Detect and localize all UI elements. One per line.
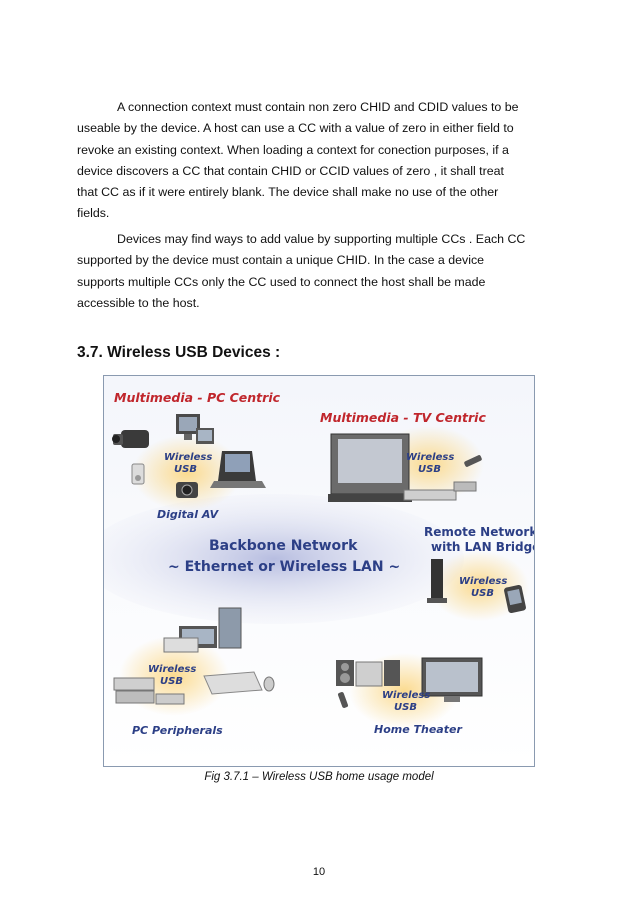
multimedia-pc-title: Multimedia - PC Centric xyxy=(114,390,281,405)
pc-peripherals-label: PC Peripherals xyxy=(132,724,223,737)
remote-home-icon xyxy=(338,692,348,708)
text-line: accessible to the host. xyxy=(77,295,200,310)
usb-label-remote: USB xyxy=(471,588,494,599)
text-line: supported by the device must contain a u… xyxy=(77,253,485,268)
usage-model-diagram: Multimedia - PC Centric Multimedia - TV … xyxy=(104,376,534,766)
backbone-ellipse xyxy=(104,494,464,624)
monitor-icon xyxy=(196,428,214,444)
usb-label-peripherals: USB xyxy=(160,676,183,687)
keyboard-icon xyxy=(203,671,263,695)
desktop-pc-icon xyxy=(176,414,200,440)
remote-control-icon xyxy=(464,455,482,467)
digital-av-label: Digital AV xyxy=(157,508,220,521)
text-line: fields. xyxy=(77,206,110,221)
camera-icon xyxy=(176,482,198,498)
mp3-player-icon xyxy=(131,463,145,485)
text-line: device discovers a CC that contain CHID … xyxy=(77,163,504,178)
wireless-label-tv: Wireless xyxy=(406,452,454,463)
figure-caption: Fig 3.7.1 – Wireless USB home usage mode… xyxy=(204,771,434,783)
wireless-label-remote: Wireless xyxy=(459,576,507,587)
page-number: 10 xyxy=(312,866,326,878)
lan-bridge-icon xyxy=(427,559,447,603)
text-line: useable by the device. A host can use a … xyxy=(77,121,514,136)
backbone-network-label: Backbone Network xyxy=(209,538,358,554)
text-line: supports multiple CCs only the CC used t… xyxy=(77,274,486,289)
speaker-icon xyxy=(336,660,354,686)
text-line: that CC as if it were entirely blank. Th… xyxy=(77,185,499,200)
home-theater-label: Home Theater xyxy=(374,723,462,736)
section-heading: 3.7. Wireless USB Devices : xyxy=(77,344,281,361)
paragraph-1: A connection context must contain non ze… xyxy=(77,97,547,225)
lan-bridge-label: with LAN Bridge xyxy=(431,540,534,554)
text-line: Devices may find ways to add value by su… xyxy=(117,232,526,246)
wireless-usb-figure: Multimedia - PC Centric Multimedia - TV … xyxy=(103,375,535,767)
pda-icon xyxy=(504,584,526,614)
stereo-icon xyxy=(355,660,400,687)
storage-drives-icon xyxy=(113,677,185,705)
wireless-label-peripherals: Wireless xyxy=(148,664,196,675)
wireless-label-pc: Wireless xyxy=(164,452,212,463)
flat-tv-icon xyxy=(421,657,483,702)
multimedia-tv-title: Multimedia - TV Centric xyxy=(320,410,486,425)
set-top-box-icon xyxy=(403,481,477,501)
usb-label-home: USB xyxy=(394,702,417,713)
paragraph-2: Devices may find ways to add value by su… xyxy=(77,229,547,314)
camcorder-icon xyxy=(112,430,149,448)
mouse-icon xyxy=(263,676,275,692)
text-line: A connection context must contain non ze… xyxy=(117,100,519,114)
laptop-icon xyxy=(210,451,266,488)
usb-label-tv: USB xyxy=(418,464,441,475)
backbone-subtitle-label: ~ Ethernet or Wireless LAN ~ xyxy=(168,559,400,575)
text-line: revoke an existing context. When loading… xyxy=(77,142,509,157)
remote-network-label: Remote Network xyxy=(424,525,534,539)
usb-label-pc: USB xyxy=(174,464,197,475)
wireless-label-home: Wireless xyxy=(382,690,430,701)
tv-icon xyxy=(328,433,412,502)
printer-icon xyxy=(163,637,199,653)
